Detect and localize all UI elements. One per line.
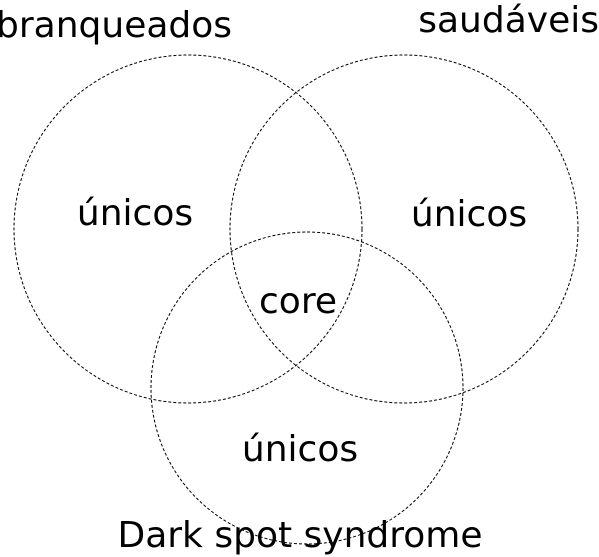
set-circle-saudaveis <box>229 54 579 404</box>
set-circle-dark-spot-syndrome <box>150 231 464 545</box>
region-label-saudaveis-unique: únicos <box>411 194 527 235</box>
region-label-core: core <box>259 281 337 322</box>
region-label-dark-spot-unique: únicos <box>242 429 358 470</box>
region-label-branqueados-unique: únicos <box>77 193 193 234</box>
set-circle-branqueados <box>13 54 363 404</box>
set-label-dark-spot-syndrome: Dark spot syndrome <box>117 515 482 556</box>
set-label-branqueados: branqueados <box>0 5 232 46</box>
set-label-saudaveis: saudáveis <box>418 0 599 41</box>
